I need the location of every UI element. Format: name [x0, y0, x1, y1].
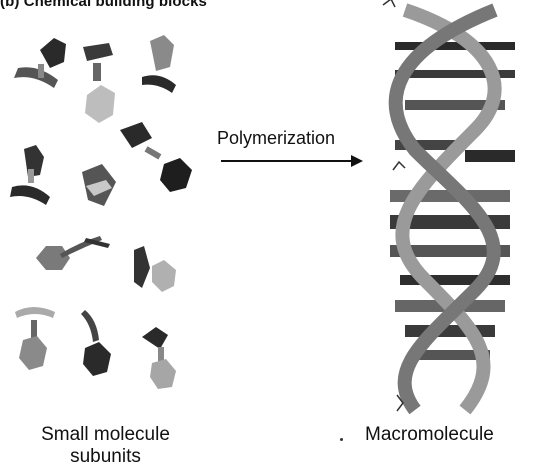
subunit	[120, 122, 192, 192]
subunit	[82, 164, 116, 206]
subunits-caption-line1: Small molecule	[8, 424, 203, 446]
stray-dot	[340, 438, 343, 441]
subunits-caption: Small molecule subunits	[8, 424, 203, 468]
polymerization-label: Polymerization	[217, 128, 335, 149]
subunit	[10, 145, 50, 205]
subunit	[142, 327, 176, 389]
macromolecule-helix-illustration	[355, 0, 539, 418]
subunit	[36, 236, 110, 270]
subunit	[14, 38, 66, 88]
subunit	[81, 310, 111, 376]
figure-heading: (b) Chemical building blocks	[0, 0, 207, 10]
macromolecule-caption: Macromolecule	[365, 424, 494, 446]
small-subunits-illustration	[0, 10, 205, 390]
polymerization-arrow	[217, 152, 367, 170]
subunit	[15, 307, 55, 370]
subunit	[142, 35, 176, 93]
subunits-caption-line2: subunits	[8, 446, 203, 468]
subunit	[134, 246, 176, 292]
subunit	[83, 43, 115, 123]
